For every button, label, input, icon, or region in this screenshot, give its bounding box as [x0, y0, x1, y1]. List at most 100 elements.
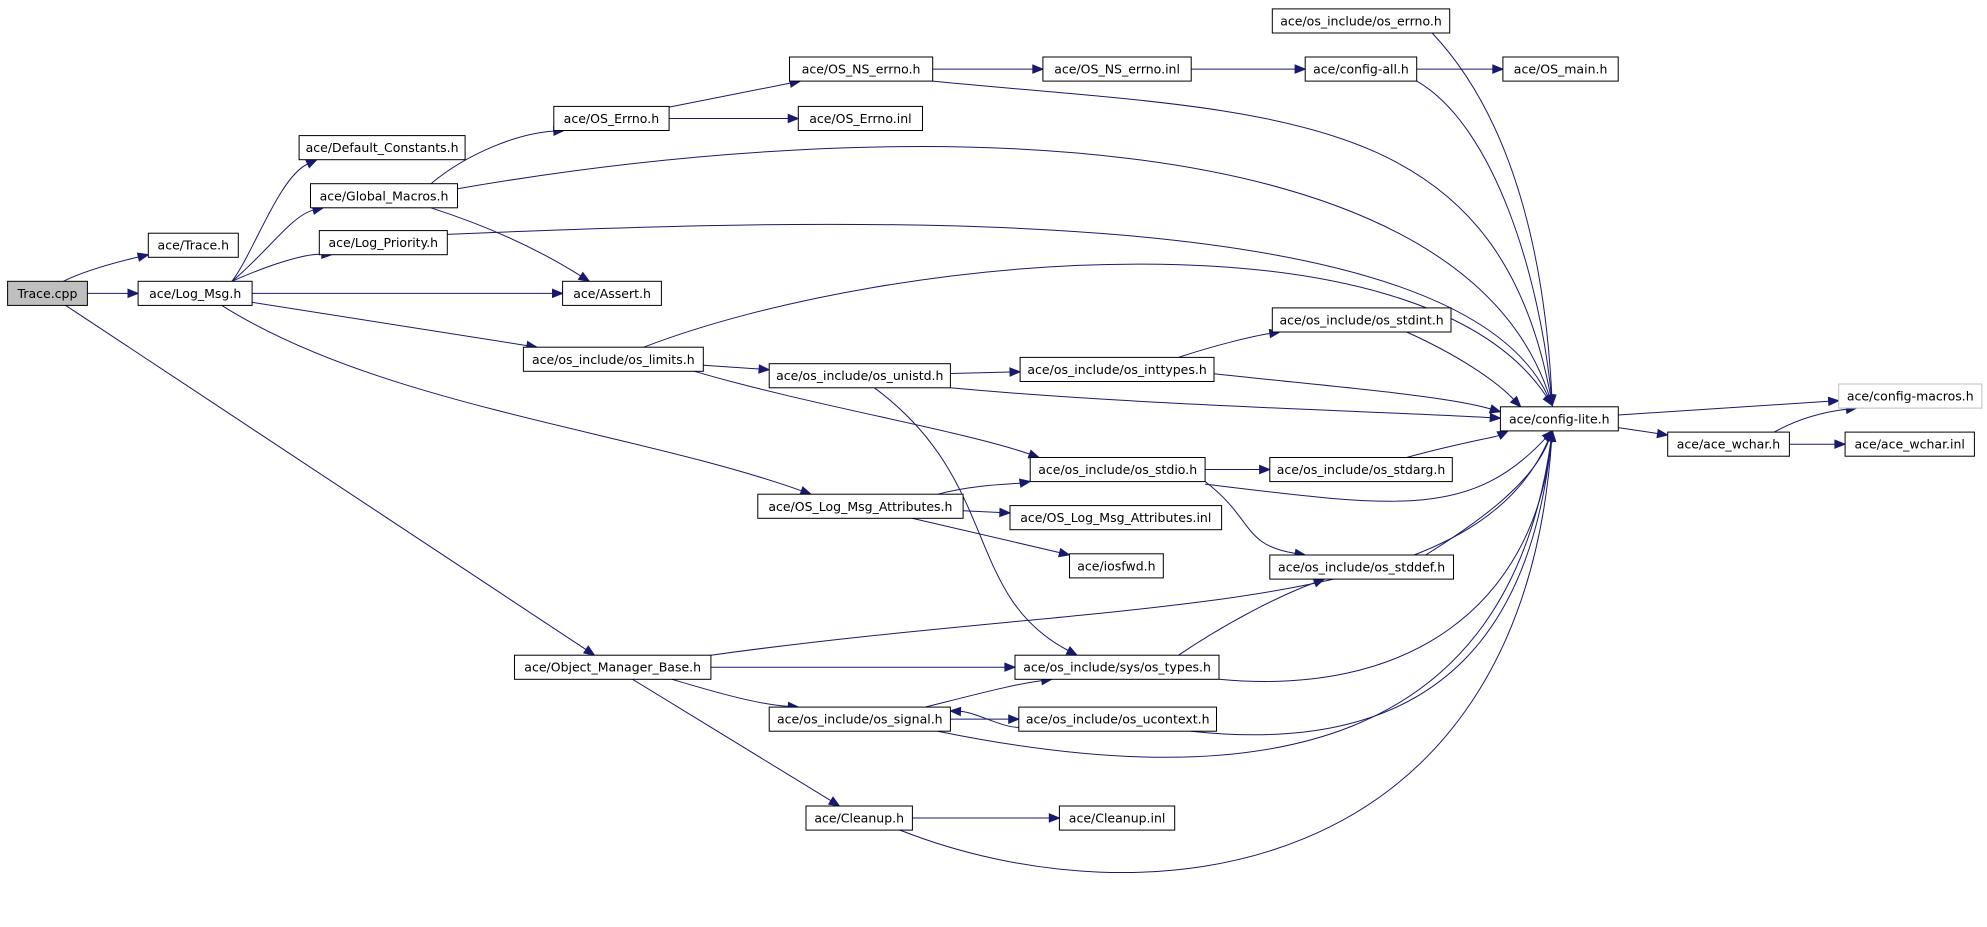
edge-object-manager-base-h-to-cleanup-h: [632, 678, 841, 807]
edge-line: [643, 263, 1548, 398]
node-assert-h[interactable]: ace/Assert.h: [562, 280, 662, 306]
edge-line: [221, 304, 802, 492]
node-box: [768, 363, 951, 389]
node-log-priority-h[interactable]: ace/Log_Priority.h: [318, 230, 448, 256]
node-label: ace/OS_Log_Msg_Attributes.inl: [1020, 510, 1211, 525]
node-box: [1029, 457, 1206, 483]
node-os-limits-h[interactable]: ace/os_include/os_limits.h: [522, 346, 704, 372]
node-label: ace/os_include/os_unistd.h: [776, 368, 943, 383]
node-log-msg-h[interactable]: ace/Log_Msg.h: [137, 280, 253, 306]
arrow-head: [1492, 64, 1505, 74]
arrow-head: [949, 706, 962, 717]
node-os-unistd-h[interactable]: ace/os_include/os_unistd.h: [768, 363, 951, 389]
node-config-macros-h[interactable]: ace/config-macros.h: [1838, 383, 1983, 409]
edge-config-lite-h-to-ace-wchar-h: [1618, 427, 1670, 439]
node-box: [1019, 356, 1215, 382]
edge-line: [932, 80, 1551, 396]
node-label: ace/config-all.h: [1313, 62, 1409, 77]
edge-line: [1213, 373, 1491, 410]
node-os-ns-errno-inl[interactable]: ace/OS_NS_errno.inl: [1042, 56, 1192, 82]
edge-config-lite-h-to-config-macros-h: [1618, 396, 1841, 416]
node-label: ace/ace_wchar.h: [1677, 437, 1780, 452]
edge-os-errno-h-to-os-errno-inl: [669, 113, 800, 124]
node-box: [1502, 56, 1619, 82]
edge-line: [231, 253, 322, 282]
node-label: ace/os_include/sys/os_types.h: [1023, 660, 1211, 675]
node-os-stdint-h[interactable]: ace/os_include/os_stdint.h: [1271, 307, 1452, 333]
node-label: ace/iosfwd.h: [1077, 558, 1155, 573]
node-box: [137, 280, 253, 306]
edge-line: [950, 371, 1011, 374]
node-cleanup-h[interactable]: ace/Cleanup.h: [805, 805, 913, 831]
edge-line: [950, 387, 1491, 419]
node-global-macros-h[interactable]: ace/Global_Macros.h: [310, 183, 458, 209]
node-os-log-msg-attributes-inl[interactable]: ace/OS_Log_Msg_Attributes.inl: [1009, 505, 1223, 531]
node-config-lite-h[interactable]: ace/config-lite.h: [1499, 406, 1619, 432]
edge-log-msg-h-to-log-priority-h: [231, 249, 334, 282]
edge-line: [924, 680, 1042, 708]
node-ace-wchar-inl[interactable]: ace/ace_wchar.inl: [1844, 431, 1975, 457]
node-config-all-h[interactable]: ace/config-all.h: [1304, 56, 1418, 82]
node-os-stddef-h[interactable]: ace/os_include/os_stddef.h: [1269, 554, 1455, 580]
node-label: Trace.cpp: [17, 286, 78, 301]
node-trace-cpp[interactable]: Trace.cpp: [7, 280, 88, 306]
arrow-head: [1488, 404, 1502, 414]
node-box: [1058, 805, 1176, 831]
node-iosfwd-h[interactable]: ace/iosfwd.h: [1069, 553, 1164, 579]
node-os-inttypes-h[interactable]: ace/os_include/os_inttypes.h: [1019, 356, 1215, 382]
node-box: [1499, 406, 1619, 432]
edge-os-ucontext-h-to-os-signal-h: [949, 706, 1019, 728]
edge-line: [671, 678, 789, 707]
node-label: ace/os_include/os_errno.h: [1280, 13, 1442, 28]
edge-line: [430, 130, 554, 185]
node-box: [789, 56, 934, 82]
edge-os-signal-h-to-os-ucontext-h: [950, 714, 1021, 724]
edge-line: [1425, 440, 1550, 556]
node-box: [522, 346, 704, 372]
node-os-ns-errno-h[interactable]: ace/OS_NS_errno.h: [789, 56, 934, 82]
node-label: ace/os_include/os_stddef.h: [1278, 560, 1445, 575]
node-trace-h[interactable]: ace/Trace.h: [147, 232, 239, 258]
node-os-main-h[interactable]: ace/OS_main.h: [1502, 56, 1619, 82]
node-box: [1271, 8, 1451, 34]
node-box: [7, 280, 88, 306]
edge-os-types-h-to-os-stddef-h: [1178, 578, 1326, 656]
edge-line: [1178, 333, 1270, 358]
edge-config-all-h-to-os-main-h: [1416, 64, 1505, 74]
node-os-errno-h[interactable]: ace/OS_Errno.h: [553, 105, 670, 132]
node-os-stdarg-h[interactable]: ace/os_include/os_stdarg.h: [1269, 457, 1453, 483]
node-os-errno-inl[interactable]: ace/OS_Errno.inl: [797, 105, 923, 132]
node-box: [514, 654, 712, 680]
node-os-include-os-errno-h[interactable]: ace/os_include/os_errno.h: [1271, 8, 1451, 34]
arrow-head: [1065, 646, 1079, 656]
node-box: [553, 105, 670, 132]
node-cleanup-inl[interactable]: ace/Cleanup.inl: [1058, 805, 1176, 831]
node-box: [310, 183, 458, 209]
edge-config-all-h-to-config-lite-h: [1416, 80, 1557, 407]
node-box: [1009, 505, 1223, 531]
arrow-head: [827, 796, 841, 807]
node-os-types-h[interactable]: ace/os_include/sys/os_types.h: [1014, 654, 1220, 680]
node-label: ace/os_include/os_inttypes.h: [1027, 362, 1206, 377]
edge-line: [669, 82, 791, 108]
node-os-stdio-h[interactable]: ace/os_include/os_stdio.h: [1029, 457, 1206, 483]
edge-line: [231, 209, 314, 282]
node-label: ace/OS_Log_Msg_Attributes.h: [768, 499, 952, 514]
edge-os-stdint-h-to-config-lite-h: [1406, 331, 1522, 408]
node-label: ace/ace_wchar.inl: [1854, 437, 1964, 452]
edge-line: [1406, 434, 1500, 458]
node-os-signal-h[interactable]: ace/os_include/os_signal.h: [768, 706, 951, 732]
arrow-head: [1058, 547, 1071, 558]
node-box: [298, 135, 466, 161]
node-os-log-msg-attributes-h[interactable]: ace/OS_Log_Msg_Attributes.h: [757, 493, 964, 519]
node-ace-wchar-h[interactable]: ace/ace_wchar.h: [1667, 431, 1790, 457]
edge-os-limits-h-to-config-lite-h: [643, 263, 1554, 407]
edge-os-log-msg-attributes-h-to-os-log-msg-attributes-inl: [963, 507, 1012, 518]
node-default-constants-h[interactable]: ace/Default_Constants.h: [298, 135, 466, 161]
node-label: ace/OS_Errno.inl: [809, 111, 911, 126]
edges-layer: [63, 32, 1858, 874]
node-object-manager-base-h[interactable]: ace/Object_Manager_Base.h: [514, 654, 712, 680]
node-label: ace/os_include/os_stdarg.h: [1277, 462, 1446, 477]
node-box: [805, 805, 913, 831]
node-os-ucontext-h[interactable]: ace/os_include/os_ucontext.h: [1018, 706, 1217, 732]
